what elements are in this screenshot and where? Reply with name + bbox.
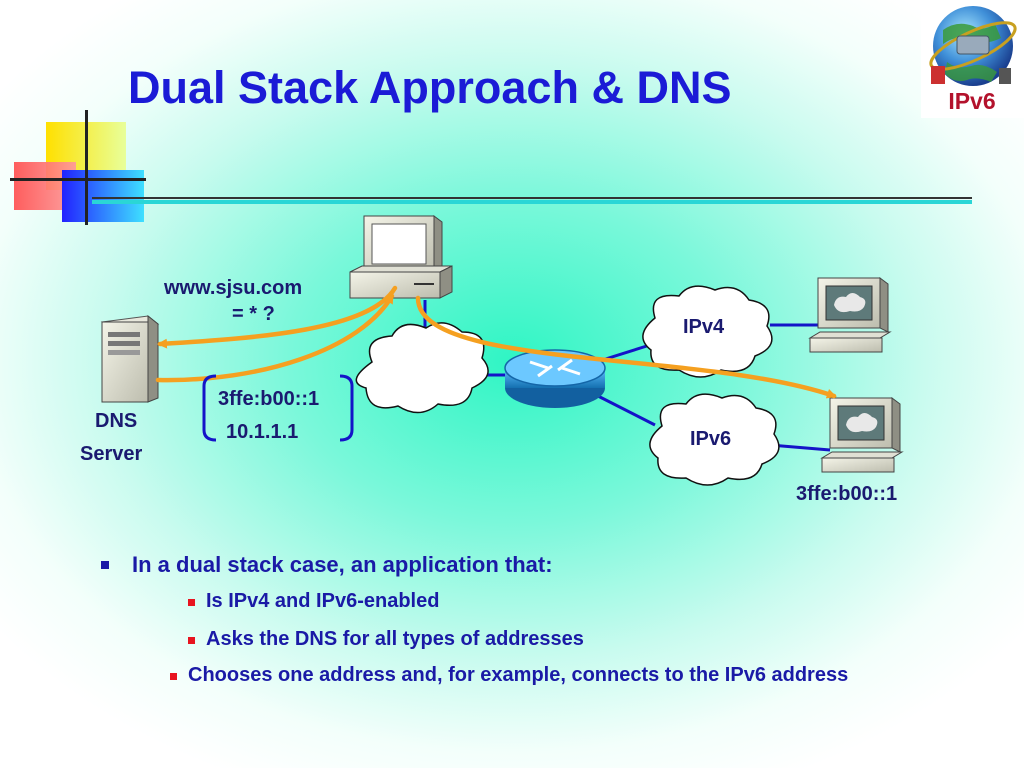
bullet-sub-1: Is IPv4 and IPv6-enabled [188, 588, 980, 614]
ipv4-host-icon [808, 277, 892, 353]
slide-title: Dual Stack Approach & DNS [128, 62, 732, 113]
response-address-ipv6: 3ffe:b00::1 [218, 388, 320, 410]
ipv4-cloud-label: IPv4 [683, 316, 725, 338]
response-brackets [202, 374, 354, 442]
ipv6-host-icon [820, 397, 904, 473]
dns-server-icon [100, 314, 160, 403]
ipv6-logo [921, 0, 1024, 118]
query-label-line2: = * ? [232, 303, 275, 325]
response-address-ipv4: 10.1.1.1 [226, 421, 299, 443]
bullet-sub-3: Chooses one address and, for example, co… [170, 662, 940, 688]
bullet-list: In a dual stack case, an application tha… [100, 552, 980, 688]
decor-vertical-line [85, 110, 88, 225]
dns-label-line2: Server [80, 443, 143, 465]
bullet-main: In a dual stack case, an application tha… [101, 552, 980, 578]
router-icon [504, 349, 606, 408]
title-rule-shadow [92, 197, 972, 199]
bullet-sub-2: Asks the DNS for all types of addresses [188, 626, 980, 652]
ipv6-logo-text: IPv6 [948, 88, 996, 114]
network-diagram [100, 215, 904, 486]
ipv6-host-address: 3ffe:b00::1 [796, 483, 898, 505]
dns-response-arrow [155, 293, 395, 383]
flow-arrows [155, 285, 837, 399]
client-computer-icon [349, 215, 453, 299]
dns-label-line1: DNS [95, 410, 138, 432]
title-rule [92, 200, 972, 204]
center-cloud-icon [355, 322, 489, 414]
query-label-line1: www.sjsu.com [164, 277, 303, 299]
ipv6-cloud-icon [649, 393, 780, 486]
globe-logo-icon [929, 6, 1017, 86]
dns-query-arrow [157, 285, 398, 349]
ipv6-connection-arrow [415, 295, 837, 399]
ipv6-cloud-label: IPv6 [690, 428, 732, 450]
decor-horizontal-line [10, 178, 146, 181]
